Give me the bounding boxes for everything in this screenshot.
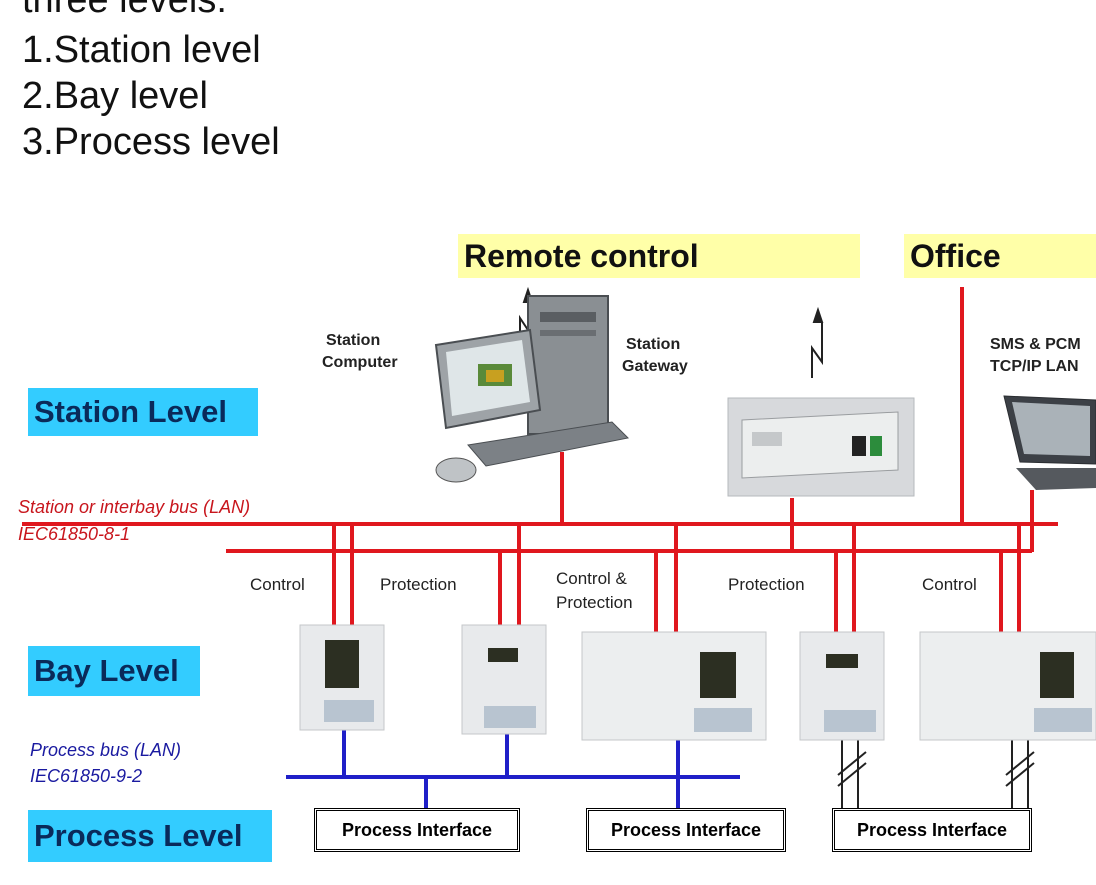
station-bus-standard: IEC61850-8-1 [18,524,131,544]
bay-label-control-and: Control & [556,569,627,588]
serial-links [837,740,1035,810]
bay-label-control-1: Control [250,575,305,594]
bay-label-control-2: Control [922,575,977,594]
bay-label-protection-2: Protection [556,593,633,612]
process-interface-2: Process Interface [586,808,786,852]
station-computer-label-1: Station [326,332,381,349]
bay-label-protection-3: Protection [728,575,805,594]
process-level-badge: Process Level [28,810,272,862]
bay-label-protection-1: Protection [380,575,457,594]
bay-ied-3 [581,631,767,741]
intro-item-bay: 2.Bay level [22,75,208,117]
station-computer-icon [434,295,630,483]
station-bus-lines [22,287,1058,632]
process-bus-lines [286,730,740,808]
station-level-badge: Station Level [28,388,258,436]
bay-level-badge: Bay Level [28,646,200,696]
station-gateway-label-2: Gateway [622,358,688,375]
intro-item-station: 1.Station level [22,29,261,71]
station-gateway-icon [727,397,915,497]
process-interface-1-label: Process Interface [341,819,493,840]
bay-ied-4 [799,631,885,741]
intro-heading: three levels: [22,0,227,21]
intro-item-process: 3.Process level [22,121,280,163]
office-badge: Office [904,234,1096,278]
process-bus-name: Process bus (LAN) [30,740,182,760]
process-bus-standard: IEC61850-9-2 [30,766,143,786]
station-bus-name: Station or interbay bus (LAN) [18,497,251,517]
process-interface-1: Process Interface [314,808,520,852]
bay-ied-5 [919,631,1096,741]
bay-ied-1 [299,624,385,731]
process-interface-3-label: Process Interface [856,819,1008,840]
remote-control-badge: Remote control [458,234,860,278]
process-interface-2-label: Process Interface [610,819,762,840]
sms-pcm-label-1: SMS & PCM [990,336,1081,353]
station-computer-label-2: Computer [322,354,398,371]
bay-ied-2 [461,624,547,735]
laptop-icon [1003,395,1096,490]
sms-pcm-label-2: TCP/IP LAN [990,358,1079,375]
station-gateway-label-1: Station [626,336,681,353]
process-interface-3: Process Interface [832,808,1032,852]
